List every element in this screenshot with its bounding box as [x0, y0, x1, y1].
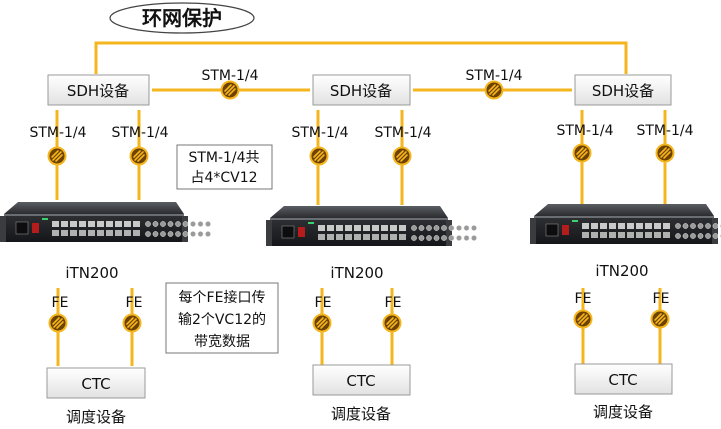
- svg-text:每个FE接口传: 每个FE接口传: [179, 289, 266, 306]
- connector-link-icon: [122, 313, 142, 333]
- fe-label-2a: FE: [315, 295, 332, 311]
- svg-text:带宽数据: 带宽数据: [194, 333, 250, 350]
- fe-label-2b: FE: [385, 295, 402, 311]
- stm-label-2b: STM-1/4: [374, 125, 431, 141]
- ring-protection-title: 环网保护: [142, 6, 222, 30]
- ring-protection-ellipse: [109, 2, 255, 34]
- fe-label-1a: FE: [52, 295, 69, 311]
- ctc-box-2: CTC: [312, 364, 411, 396]
- connectors: [47, 80, 675, 333]
- fe-label-3a: FE: [575, 291, 592, 307]
- connector-link-icon: [312, 313, 332, 333]
- sdh-device-3: SDH设备: [574, 74, 672, 106]
- svg-text:SDH设备: SDH设备: [330, 82, 392, 100]
- svg-text:STM-1/4共: STM-1/4共: [188, 150, 259, 166]
- ring-link-right: [400, 41, 628, 74]
- sdh-device-2: SDH设备: [312, 74, 411, 106]
- connector-link-icon: [47, 146, 67, 166]
- connector-link-icon: [484, 80, 504, 100]
- sdh-device-1: SDH设备: [47, 74, 150, 106]
- svg-text:CTC: CTC: [608, 371, 637, 389]
- connector-link-icon: [382, 313, 402, 333]
- svg-text:输2个VC12的: 输2个VC12的: [178, 312, 266, 328]
- svg-text:占4*CV12: 占4*CV12: [190, 170, 257, 186]
- fe-label-1b: FE: [126, 295, 143, 311]
- stm-label-sdh1-sdh2: STM-1/4: [201, 68, 258, 84]
- connector-link-icon: [573, 309, 593, 329]
- svg-text:CTC: CTC: [346, 372, 375, 390]
- ctc-box-1: CTC: [46, 367, 146, 399]
- stm-label-3b: STM-1/4: [636, 123, 693, 139]
- connector-link-icon: [309, 146, 329, 166]
- svg-text:CTC: CTC: [81, 375, 110, 393]
- connector-link-icon: [392, 146, 412, 166]
- itn200-label-2: iTN200: [330, 264, 383, 282]
- fe-note-box: 每个FE接口传 输2个VC12的 带宽数据: [165, 282, 279, 354]
- connector-link-icon: [572, 143, 592, 163]
- stm-label-sdh2-sdh3: STM-1/4: [465, 68, 522, 84]
- stm-note-box: STM-1/4共 占4*CV12: [176, 144, 273, 190]
- stm-label-3a: STM-1/4: [556, 123, 613, 139]
- fe-label-3b: FE: [653, 291, 670, 307]
- itn200-device-1: [0, 202, 211, 242]
- ring-link-left: [94, 41, 400, 74]
- dispatch-label-2: 调度设备: [331, 405, 391, 423]
- connector-link-icon: [220, 80, 240, 100]
- svg-text:SDH设备: SDH设备: [67, 82, 129, 100]
- ctc-box-3: CTC: [574, 363, 673, 395]
- dispatch-label-1: 调度设备: [66, 408, 126, 426]
- itn200-label-1: iTN200: [65, 264, 118, 282]
- dispatch-label-3: 调度设备: [593, 403, 653, 421]
- connector-link-icon: [655, 143, 675, 163]
- stm-label-1b: STM-1/4: [111, 125, 168, 141]
- connector-link-icon: [48, 313, 68, 333]
- stm-label-2a: STM-1/4: [291, 125, 348, 141]
- stm-label-1a: STM-1/4: [29, 125, 86, 141]
- itn200-device-2: [266, 206, 477, 246]
- itn200-device-3: [530, 204, 721, 244]
- connector-link-icon: [650, 309, 670, 329]
- connector-link-icon: [129, 146, 149, 166]
- svg-text:SDH设备: SDH设备: [592, 82, 654, 100]
- itn200-label-3: iTN200: [595, 262, 648, 280]
